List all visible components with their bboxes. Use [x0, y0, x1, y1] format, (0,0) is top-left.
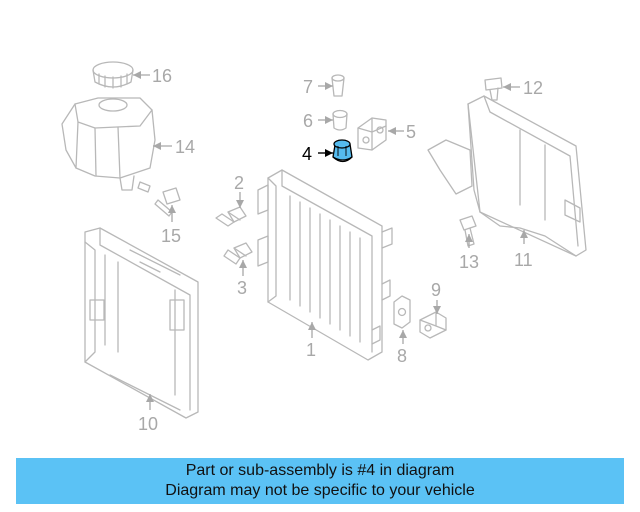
callout-12: 12 [523, 78, 543, 98]
info-banner: Part or sub-assembly is #4 in diagram Di… [16, 458, 624, 504]
callout-15: 15 [161, 226, 181, 246]
callouts: 16 14 15 2 3 10 1 7 6 4 5 12 11 13 8 9 [138, 66, 543, 434]
callout-1: 1 [306, 340, 316, 360]
part-8-bracket [393, 295, 411, 329]
parts-diagram: 16 14 15 2 3 10 1 7 6 4 5 12 11 13 8 9 [61, 61, 587, 434]
callout-8: 8 [397, 346, 407, 366]
banner-line-1: Part or sub-assembly is #4 in diagram [185, 462, 455, 479]
part-13-bolt [459, 215, 477, 247]
callout-11: 11 [514, 250, 533, 270]
part-14-expansion-tank [61, 97, 156, 193]
part-3-bolt [223, 242, 253, 265]
callout-14: 14 [175, 137, 195, 157]
part-16-cap [92, 61, 134, 89]
callout-10: 10 [138, 414, 158, 434]
part-6-bushing [332, 109, 348, 131]
part-4-mount-highlighted [332, 139, 353, 163]
part-1-radiator [257, 169, 393, 361]
part-9-mount [419, 311, 447, 339]
part-12-clip [484, 77, 503, 101]
part-10-frame [84, 227, 199, 419]
part-15-bolt [154, 187, 181, 217]
part-11-shroud [427, 95, 587, 257]
banner-line-2: Diagram may not be specific to your vehi… [165, 482, 475, 499]
part-7-clip [331, 74, 345, 97]
callout-2: 2 [234, 173, 244, 193]
callout-4-highlighted: 4 [302, 144, 312, 164]
part-2-bolt [215, 206, 247, 227]
callout-3: 3 [237, 278, 247, 298]
callout-9: 9 [431, 280, 441, 300]
callout-7: 7 [303, 77, 313, 97]
callout-6: 6 [303, 111, 313, 131]
callout-16: 16 [152, 66, 172, 86]
callout-5: 5 [406, 122, 416, 142]
callout-13: 13 [459, 252, 479, 272]
leader-lines [133, 71, 528, 410]
part-5-bracket [357, 117, 387, 151]
